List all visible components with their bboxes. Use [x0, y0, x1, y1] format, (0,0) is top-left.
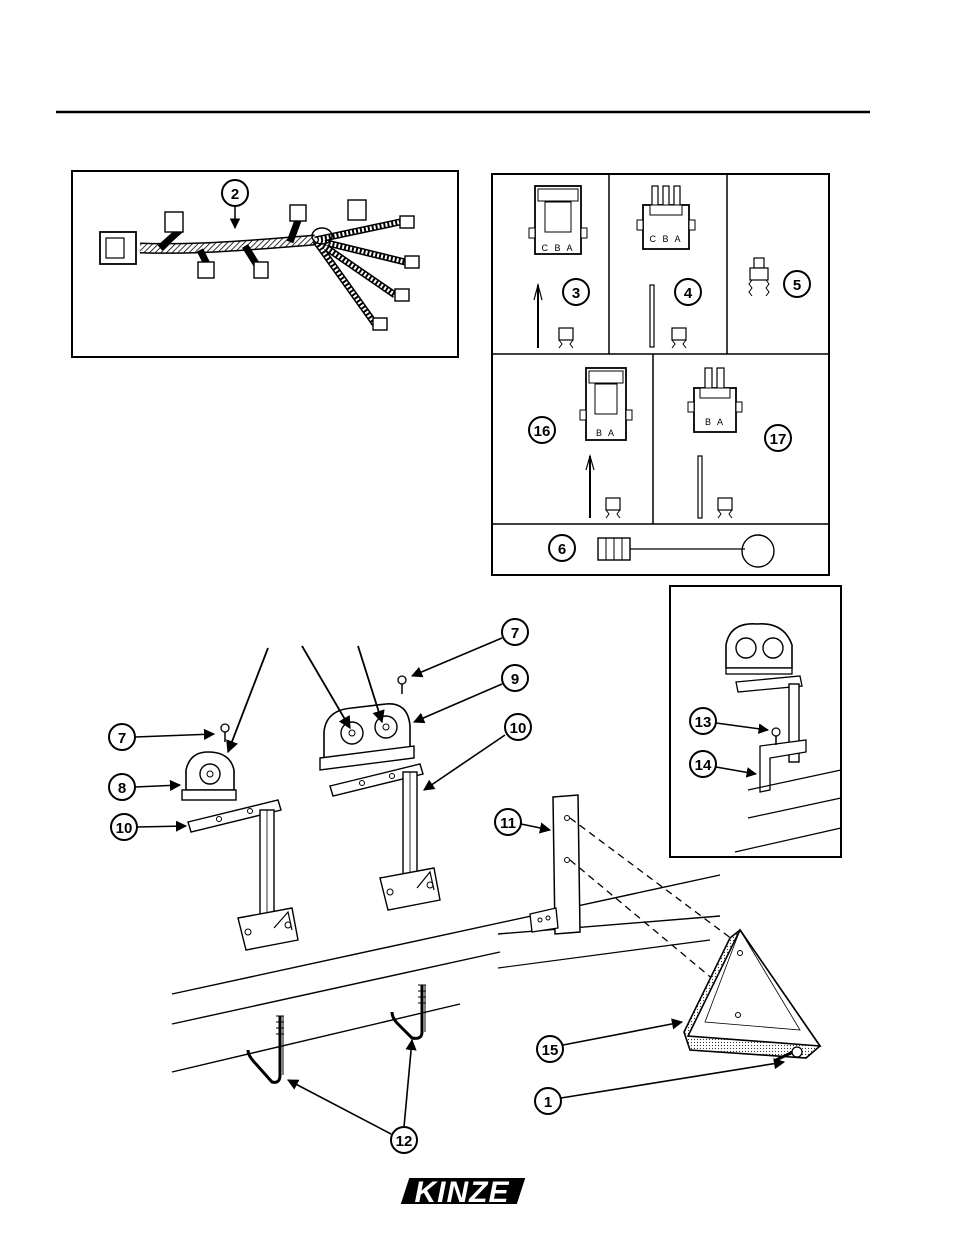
double-lamp	[320, 704, 414, 770]
callout-3: 3	[572, 285, 580, 302]
callout-7-left: 7	[118, 730, 126, 747]
callout-16: 16	[534, 423, 551, 440]
connector-3pin-shroud: C B A 3	[529, 186, 589, 348]
bracket-left	[188, 800, 298, 950]
callout-5: 5	[793, 277, 801, 294]
callout-4: 4	[684, 285, 693, 302]
smv-mount	[530, 795, 580, 934]
callout-8: 8	[118, 780, 126, 797]
connector-panel: C B A 3 C B A 4	[492, 174, 829, 575]
callout-12: 12	[396, 1133, 413, 1150]
plug-part: 5	[749, 258, 810, 297]
bracket-right	[330, 764, 440, 910]
inset-panel: 13 14	[670, 586, 841, 857]
callout-2: 2	[231, 186, 239, 203]
callout-6: 6	[558, 541, 566, 558]
connector-2pin-shroud: B A 16	[529, 368, 632, 518]
sensor-lead: 6	[549, 535, 774, 567]
pin-letters-16: B A	[596, 428, 616, 438]
kinze-logo: KINZE	[401, 1176, 525, 1209]
callout-9: 9	[511, 671, 519, 688]
callout-10-right: 10	[510, 720, 527, 737]
u-bolt-right	[392, 985, 426, 1038]
pin-letters-4: C B A	[649, 234, 682, 244]
connector-2pin-tower: B A 17	[688, 368, 791, 518]
callout-10-left: 10	[116, 820, 133, 837]
pin-letters-17: B A	[705, 417, 725, 427]
pin-letters-3: C B A	[541, 243, 574, 253]
smv-emblem	[684, 930, 820, 1058]
callout-11: 11	[500, 815, 516, 832]
main-assembly: 7 9 10 7 8 10 11 15 1	[109, 619, 820, 1153]
single-lamp	[182, 752, 236, 800]
callout-7-right: 7	[511, 625, 519, 642]
harness-panel: 2	[72, 171, 458, 357]
callout-17: 17	[770, 431, 787, 448]
connector-3pin-tower: C B A 4	[637, 186, 701, 348]
callout-13: 13	[695, 714, 712, 731]
callout-14: 14	[695, 757, 712, 774]
callout-1: 1	[544, 1094, 552, 1111]
callout-15: 15	[542, 1042, 559, 1059]
logo-text: KINZE	[415, 1176, 510, 1209]
